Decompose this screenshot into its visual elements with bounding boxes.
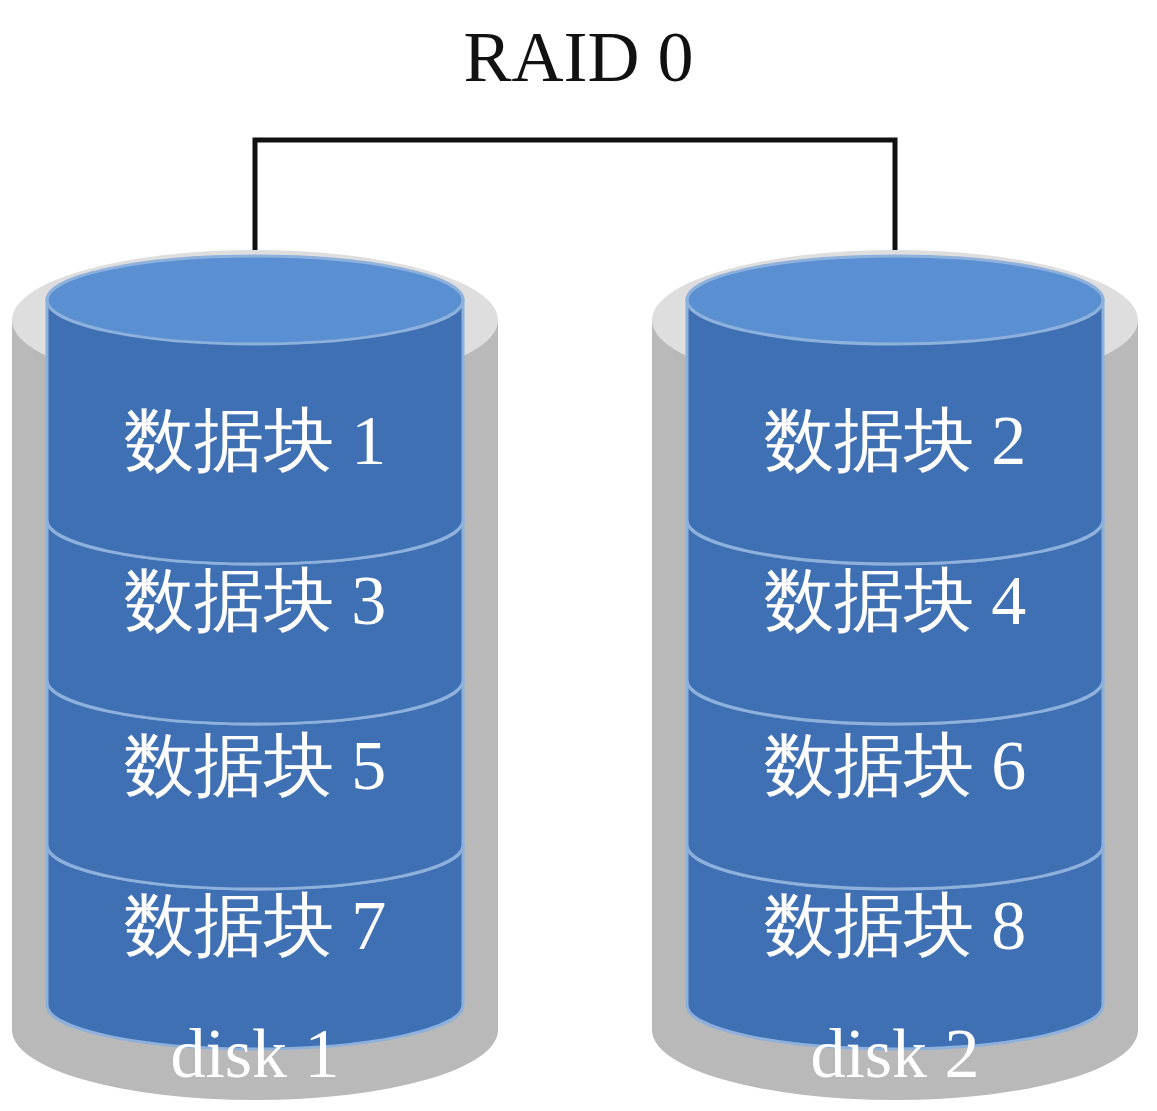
- data-block: 数据块 6: [688, 707, 1102, 823]
- block-label: 数据块 1: [124, 402, 387, 479]
- data-block: 数据块 8: [688, 867, 1102, 983]
- data-block: 数据块 5: [48, 707, 462, 823]
- disk-label: disk 2: [810, 1015, 979, 1092]
- data-block: 数据块 7: [48, 867, 462, 983]
- block-label: 数据块 7: [124, 887, 387, 964]
- data-block: 数据块 1: [48, 382, 462, 498]
- data-block: 数据块 4: [688, 542, 1102, 658]
- data-block: 数据块 3: [48, 542, 462, 658]
- disk-cylinder: disk 1 数据块 1 数据块 3 数据块 5 数据块 7: [10, 310, 500, 1100]
- data-block-top: [687, 256, 1103, 344]
- data-block-top: [47, 256, 463, 344]
- disk-illustration: [650, 220, 1140, 1100]
- data-block: 数据块 2: [688, 382, 1102, 498]
- diagram-title: RAID 0: [0, 18, 1157, 97]
- block-label: 数据块 8: [764, 887, 1027, 964]
- block-label: 数据块 5: [124, 727, 387, 804]
- block-label: 数据块 3: [124, 562, 387, 639]
- block-label: 数据块 2: [764, 402, 1027, 479]
- block-label: 数据块 6: [764, 727, 1027, 804]
- disk-label: disk 1: [170, 1015, 339, 1092]
- block-label: 数据块 4: [764, 562, 1027, 639]
- disk-illustration: [10, 220, 500, 1100]
- disk-cylinder: disk 2 数据块 2 数据块 4 数据块 6 数据块 8: [650, 310, 1140, 1100]
